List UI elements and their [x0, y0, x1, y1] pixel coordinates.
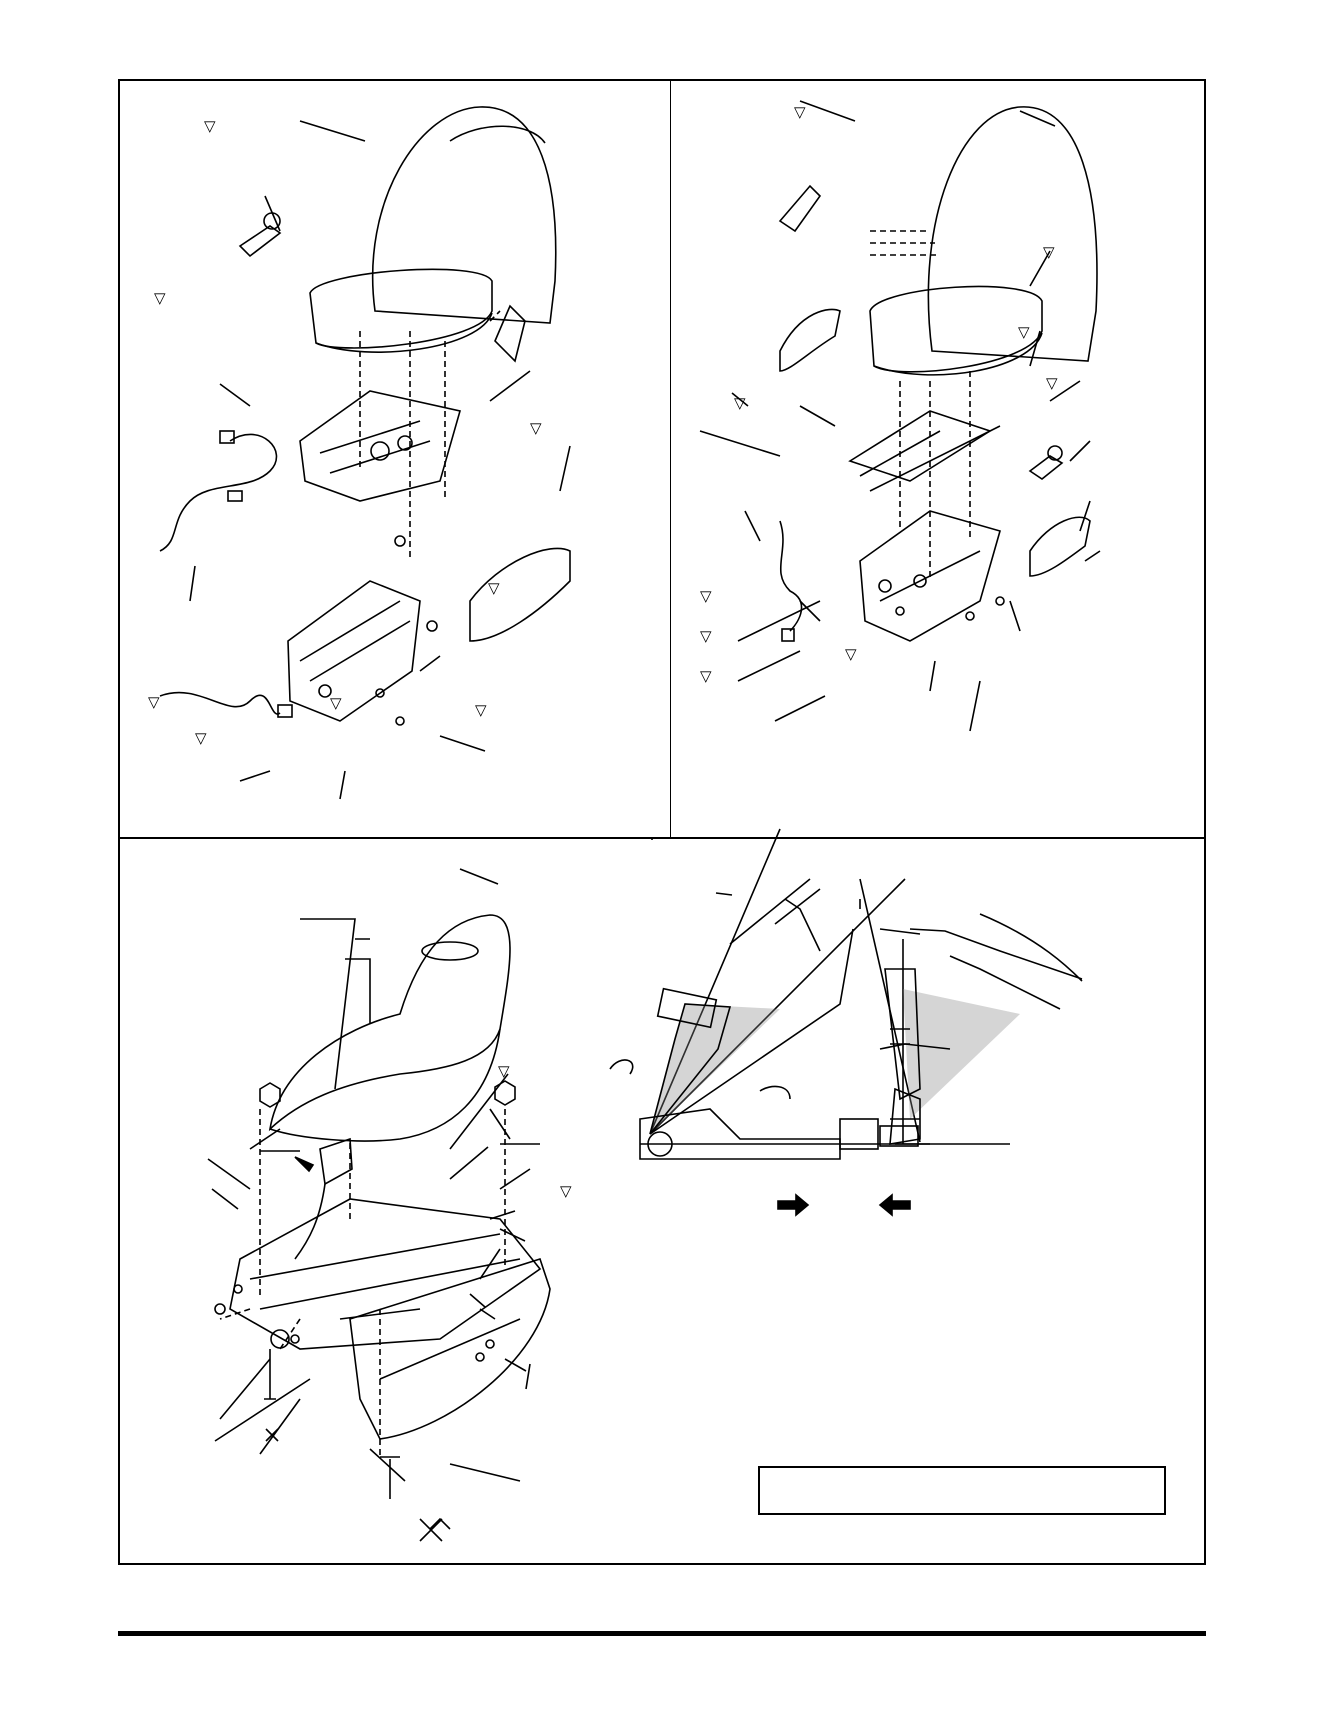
- torque-marker: ▽: [154, 290, 166, 307]
- torque-marker: ▽: [475, 702, 487, 719]
- torque-marker: ▽: [845, 646, 857, 663]
- torque-marker: ▽: [1046, 375, 1058, 392]
- side-shield: [1029, 516, 1091, 577]
- torque-marker: ▽: [1018, 324, 1030, 341]
- side-cover: [779, 308, 841, 372]
- torque-marker: ▽: [530, 420, 542, 437]
- seat-back: [371, 106, 557, 324]
- torque-marker: ▽: [330, 695, 342, 712]
- seat-shell: [268, 914, 511, 1132]
- belt-buckle: [319, 1137, 353, 1186]
- buckle-shaded-range-right: [903, 989, 1020, 1119]
- seat-cushion: [309, 268, 493, 349]
- belt-buckle: [238, 225, 282, 258]
- torque-marker: ▽: [498, 1063, 510, 1080]
- motor-harness: [159, 433, 278, 552]
- power-seat-exploded-drawing: [159, 106, 571, 800]
- torque-marker: ▽: [700, 668, 712, 685]
- footer-rule: [118, 1631, 1206, 1636]
- arrow-right-icon: [777, 1193, 810, 1217]
- torque-marker: ▽: [794, 104, 806, 121]
- seat-cushion: [869, 285, 1043, 373]
- seat-back: [927, 106, 1098, 362]
- side-cover: [349, 1258, 551, 1440]
- side-cover: [469, 547, 571, 642]
- panel-buckle-angle: ▽ ▽: [118, 828, 1206, 1565]
- torque-marker: ▽: [148, 694, 160, 711]
- arrow-left-icon: [878, 1193, 911, 1217]
- recliner: [494, 304, 526, 363]
- panel-manual-seat: ▽ ▽ ▽ ▽ ▽ ▽ ▽ ▽ ▽: [670, 79, 1206, 839]
- rail-harness: [159, 691, 281, 715]
- buckle-shaded-range-left: [650, 1004, 780, 1134]
- seat-lower-frame: [859, 510, 1001, 642]
- torque-marker: ▽: [1043, 244, 1055, 261]
- torque-marker: ▽: [700, 628, 712, 645]
- belt-buckle: [1028, 455, 1064, 480]
- note-box: [758, 1466, 1166, 1515]
- seat-adjuster: [299, 390, 462, 502]
- buckle-angle-drawing: [207, 828, 1083, 1542]
- recliner: [778, 184, 822, 233]
- panel-power-seat: ▽ ▽ ▽ ▽ ▽ ▽ ▽ ▽: [118, 79, 671, 839]
- seat-lower-frame: [287, 580, 421, 722]
- manual-seat-exploded-drawing: [699, 100, 1101, 732]
- torque-marker: ▽: [488, 580, 500, 597]
- torque-marker: ▽: [560, 1183, 572, 1200]
- rail-harness: [779, 520, 803, 632]
- seat-lower-frame: [229, 1198, 542, 1350]
- torque-marker: ▽: [734, 395, 746, 412]
- torque-marker: ▽: [195, 730, 207, 747]
- belt-buckle-right: [884, 968, 921, 1101]
- belt-buckle-left: [649, 1003, 732, 1135]
- torque-marker: ▽: [700, 588, 712, 605]
- torque-marker: ▽: [204, 118, 216, 135]
